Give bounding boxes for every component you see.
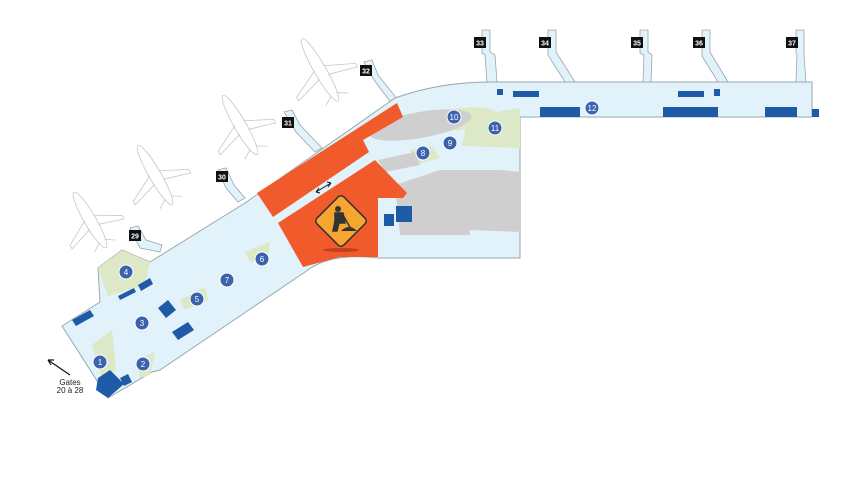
gate-37[interactable]: 37 — [786, 37, 798, 48]
zone-label: 1 — [98, 358, 103, 367]
zone-4[interactable]: 4 — [118, 264, 134, 280]
gate-34[interactable]: 34 — [539, 37, 551, 48]
zone-12[interactable]: 12 — [584, 100, 600, 116]
zone-label: 8 — [421, 149, 426, 158]
zone-2[interactable]: 2 — [135, 356, 151, 372]
gate-35[interactable]: 35 — [631, 37, 643, 48]
zone-label: 9 — [448, 139, 453, 148]
zone-10[interactable]: 10 — [446, 109, 462, 125]
gate-label: 33 — [476, 41, 484, 48]
gate-31[interactable]: 31 — [282, 117, 294, 128]
zone-label: 12 — [588, 104, 597, 113]
zone-label: 6 — [260, 255, 265, 264]
zone-label: 2 — [141, 360, 146, 369]
gate-label: 34 — [541, 41, 549, 48]
restricted-areas — [368, 109, 520, 235]
gate-label: 29 — [131, 234, 139, 241]
zone-label: 7 — [225, 276, 230, 285]
other-gates-direction[interactable]: Gates 20 à 28 — [47, 359, 84, 395]
construction-sign-icon — [315, 195, 367, 252]
gate-label: 31 — [284, 121, 292, 128]
zone-1[interactable]: 1 — [92, 354, 108, 370]
gate-33[interactable]: 33 — [474, 37, 486, 48]
zone-5[interactable]: 5 — [189, 291, 205, 307]
zone-3[interactable]: 3 — [134, 315, 150, 331]
other-gates-label: Gates — [59, 378, 80, 387]
zone-label: 4 — [124, 268, 129, 277]
zone-label: 3 — [140, 319, 145, 328]
other-gates-range: 20 à 28 — [57, 386, 84, 395]
gate-29[interactable]: 29 — [129, 230, 141, 241]
terminal-floor — [61, 81, 813, 399]
airplane-icon — [69, 38, 359, 253]
gate-36[interactable]: 36 — [693, 37, 705, 48]
zone-markers: 1 2 3 4 5 6 7 8 9 10 11 12 — [92, 100, 600, 372]
arrow-up-left-icon — [47, 359, 71, 376]
gate-labels: 29 30 31 32 33 34 35 36 37 — [129, 37, 798, 241]
gate-label: 36 — [695, 41, 703, 48]
zone-6[interactable]: 6 — [254, 251, 270, 267]
zone-11[interactable]: 11 — [487, 120, 503, 136]
gate-label: 37 — [788, 41, 796, 48]
zone-7[interactable]: 7 — [219, 272, 235, 288]
two-way-arrow-icon — [315, 181, 332, 194]
zone-label: 11 — [491, 124, 500, 133]
gate-label: 30 — [218, 175, 226, 182]
gate-30[interactable]: 30 — [216, 171, 228, 182]
zone-label: 5 — [195, 295, 200, 304]
service-blocks — [72, 89, 819, 398]
gate-32[interactable]: 32 — [360, 65, 372, 76]
zone-9[interactable]: 9 — [442, 135, 458, 151]
gate-label: 32 — [362, 69, 370, 76]
gate-label: 35 — [633, 41, 641, 48]
zone-label: 10 — [450, 113, 459, 122]
zone-8[interactable]: 8 — [415, 145, 431, 161]
